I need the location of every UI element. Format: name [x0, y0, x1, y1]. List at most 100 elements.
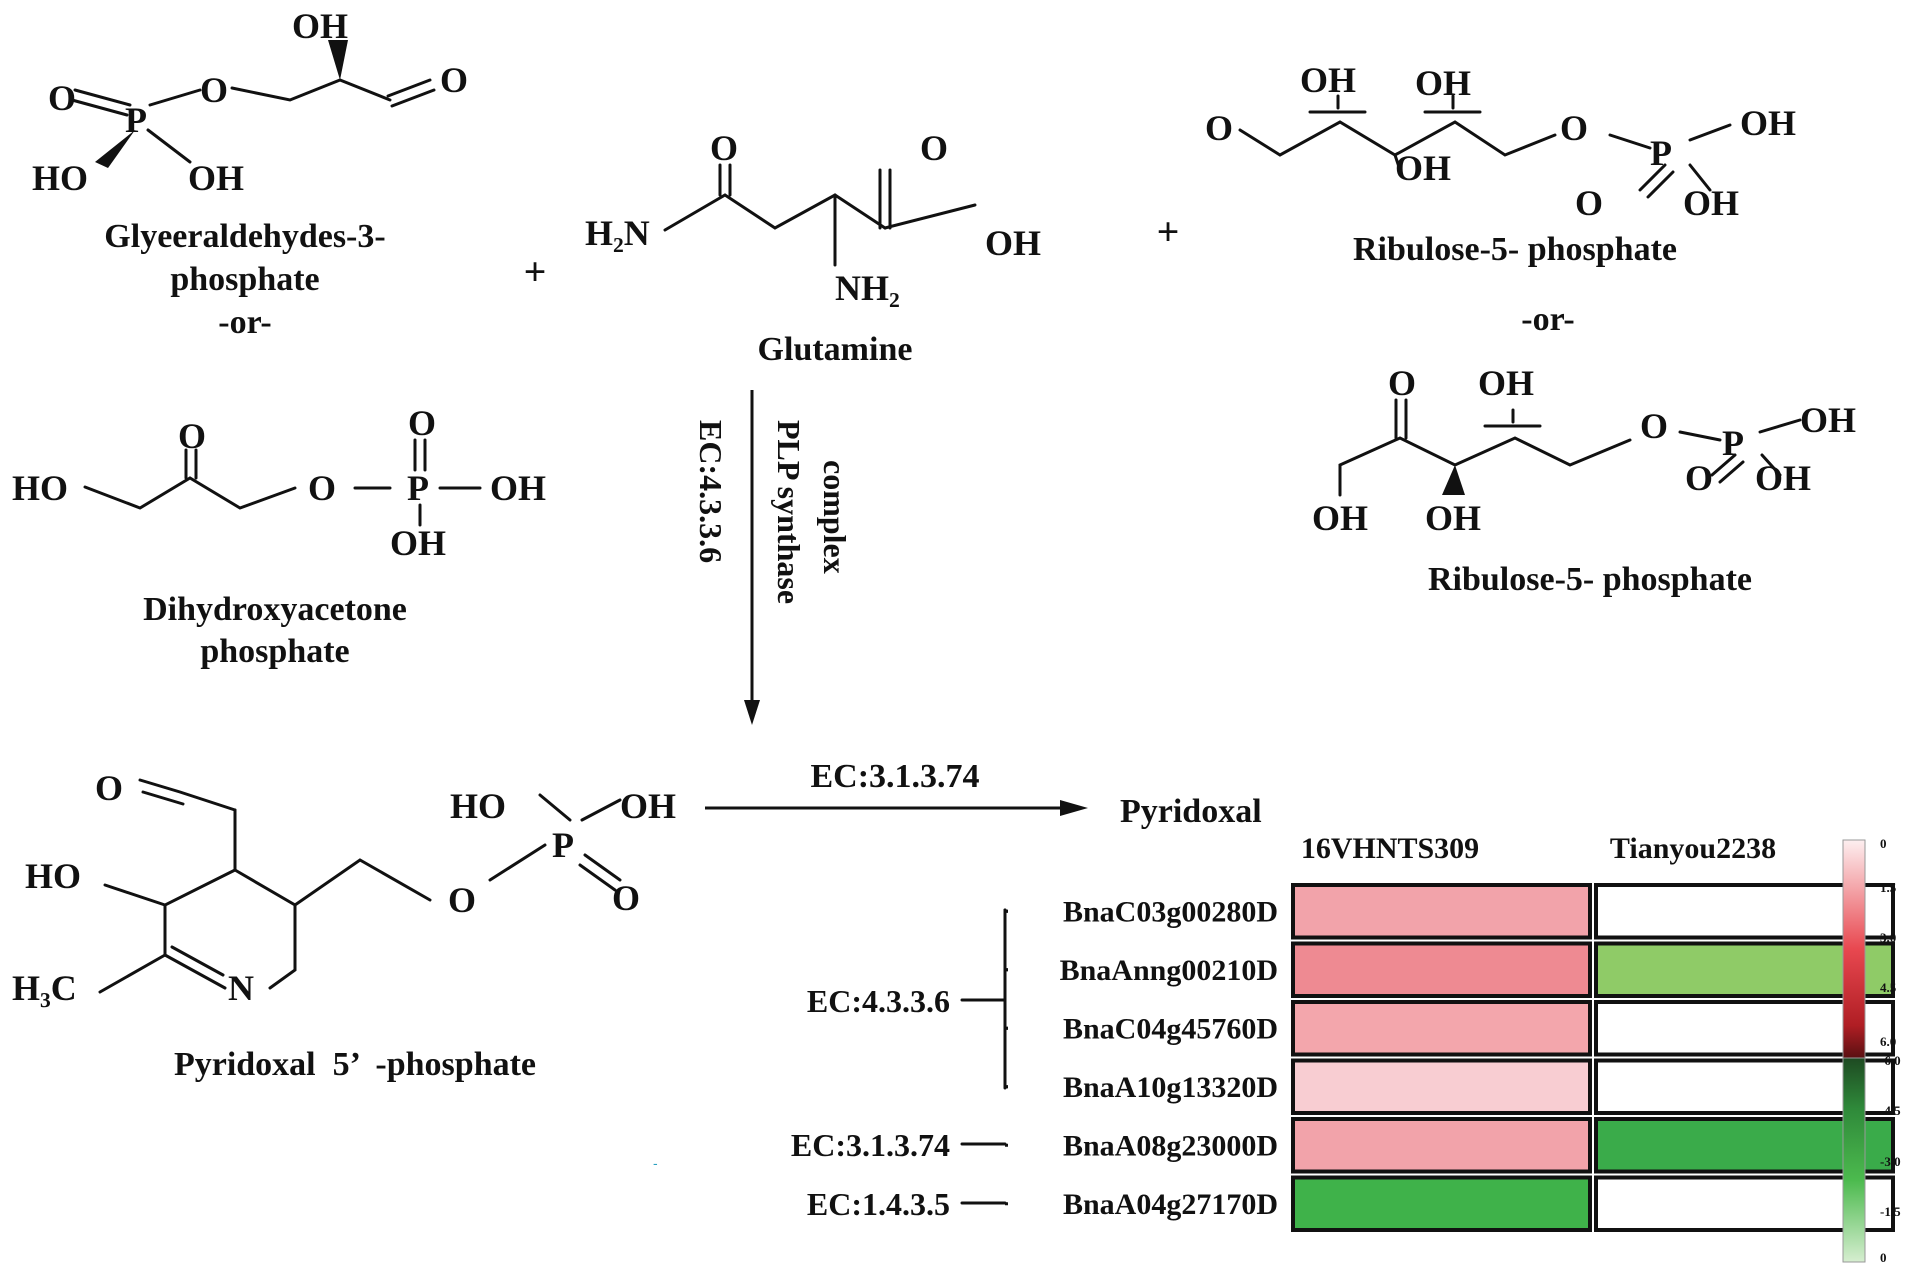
dhap-name-line2: phosphate	[200, 633, 349, 670]
plp-h3c: H₃C	[12, 968, 77, 1008]
g3p-o-aldehyde: O	[440, 60, 468, 100]
ru5p-top-structure: O OH OH OH O P OH O OH	[1205, 60, 1796, 223]
dhap-oh-right: OH	[490, 468, 546, 508]
ru5p-top-oh3: OH	[1395, 148, 1451, 188]
ru5p-bottom-oh3: OH	[1800, 400, 1856, 440]
dhap-o-ketone: O	[178, 416, 206, 456]
second-reaction-arrow	[705, 800, 1088, 816]
ru5p-top-oh4: OH	[1740, 103, 1796, 143]
ru5p-or: -or-	[1521, 301, 1574, 338]
ru5p-bottom-p: P	[1722, 423, 1744, 463]
main-enzyme-line1: PLP synthase	[771, 420, 807, 604]
gene-label: BnaA04g27170D	[1063, 1188, 1278, 1221]
plus-right: +	[1157, 209, 1180, 254]
pyridoxal-name: Pyridoxal	[1120, 793, 1262, 830]
g3p-ho: HO	[32, 158, 88, 198]
dhap-name-line1: Dihydroxyacetone	[143, 591, 407, 628]
gene-label: BnaC04g45760D	[1063, 1012, 1278, 1045]
plus-left: +	[524, 249, 547, 294]
gene-group-ec-1: EC:4.3.3.6	[807, 983, 950, 1019]
scale-label: 0	[1880, 1250, 1887, 1265]
gln-oh: OH	[985, 223, 1041, 263]
g3p-o-phos: O	[48, 78, 76, 118]
heatmap-cell-r1-c0	[1291, 941, 1592, 998]
ru5p-bottom-structure: O OH OH OH O P OH O OH	[1312, 363, 1856, 538]
plp-p: P	[552, 825, 574, 865]
gene-group-tree	[960, 908, 1007, 1205]
scale-label: 6.0	[1880, 1034, 1896, 1049]
scale-label: -6.0	[1880, 1053, 1901, 1068]
ru5p-top-p: P	[1650, 133, 1672, 173]
gene-group-ec-3: EC:1.4.3.5	[807, 1186, 950, 1222]
second-ec-label: EC:3.1.3.74	[810, 758, 979, 795]
gln-o-amide: O	[710, 128, 738, 168]
plp-name: Pyridoxal 5’ -phosphate	[174, 1046, 536, 1083]
g3p-name-line2: phosphate	[170, 261, 319, 298]
plp-n: N	[228, 968, 254, 1008]
heatmap-cell-r2-c0	[1291, 1000, 1592, 1057]
glutamine-structure: O O H₂N OH NH₂	[585, 128, 1041, 308]
gln-o-acid: O	[920, 128, 948, 168]
plp-ho-phos: HO	[450, 786, 506, 826]
plp-o-ester: O	[448, 880, 476, 920]
ru5p-bottom-o-ketone: O	[1388, 363, 1416, 403]
heatmap-cell-r3-c0	[1291, 1058, 1592, 1115]
main-ec-label: EC:4.3.3.6	[693, 420, 729, 563]
gene-label: BnaA10g13320D	[1063, 1071, 1278, 1104]
plp-o-phos: O	[612, 878, 640, 918]
plp-structure: O HO H₃C N O P HO OH O	[12, 768, 676, 1008]
scale-label: 3.0	[1880, 930, 1896, 945]
gene-label: BnaAnng00210D	[1060, 954, 1278, 987]
ru5p-top-o: O	[1205, 108, 1233, 148]
heatmap-cell-r4-c0	[1291, 1117, 1592, 1174]
ru5p-bottom-oh4: OH	[1755, 458, 1811, 498]
ru5p-top-name: Ribulose-5- phosphate	[1353, 231, 1677, 268]
ru5p-top-oh5: OH	[1683, 183, 1739, 223]
gln-h2n: H₂N	[585, 213, 650, 253]
gene-label: BnaA08g23000D	[1063, 1129, 1278, 1162]
ru5p-bottom-name: Ribulose-5- phosphate	[1428, 561, 1752, 598]
ru5p-bottom-o-ester: O	[1640, 406, 1668, 446]
heatmap-col-2: Tianyou2238	[1610, 832, 1776, 865]
ru5p-top-o-ester: O	[1560, 108, 1588, 148]
g3p-or: -or-	[218, 304, 271, 341]
dhap-o-phos: O	[408, 403, 436, 443]
plp-ho: HO	[25, 856, 81, 896]
main-enzyme-line2: complex	[817, 460, 853, 574]
main-reaction-arrow	[744, 390, 760, 725]
g3p-name-line1: Glyeeraldehydes-3-	[104, 218, 385, 255]
scale-label: 4.5	[1880, 980, 1897, 995]
dhap-p: P	[407, 468, 429, 508]
plp-o-aldehyde: O	[95, 768, 123, 808]
plp-oh-phos: OH	[620, 786, 676, 826]
scale-label: 1.5	[1880, 880, 1897, 895]
ru5p-bottom-oh1: OH	[1312, 498, 1368, 538]
heatmap-cell-r0-c0	[1291, 883, 1592, 940]
ru5p-bottom-oh-top: OH	[1478, 363, 1534, 403]
dhap-o-ester: O	[308, 468, 336, 508]
glutamine-name: Glutamine	[758, 331, 913, 368]
g3p-oh-top: OH	[292, 6, 348, 46]
color-scale-legend: 0 1.5 3.0 4.5 6.0 -6.0 -4.5 -3.0 -1.5 0	[1842, 836, 1901, 1265]
g3p-p: P	[125, 100, 147, 140]
gln-nh2: NH₂	[835, 268, 900, 308]
dhap-ho: HO	[12, 468, 68, 508]
heatmap-col-1: 16VHNTS309	[1301, 832, 1479, 865]
ru5p-top-oh1: OH	[1300, 60, 1356, 100]
ru5p-bottom-o-phos: O	[1685, 458, 1713, 498]
dhap-structure: O HO O P O OH OH	[12, 403, 546, 563]
g3p-o-ester: O	[200, 70, 228, 110]
gene-group-ec-2: EC:3.1.3.74	[791, 1127, 950, 1163]
g3p-structure: OH O O O P HO OH	[32, 6, 468, 198]
dhap-oh-bottom: OH	[390, 523, 446, 563]
scale-label: 0	[1880, 836, 1887, 851]
scale-label: -3.0	[1880, 1154, 1901, 1169]
scale-label: -4.5	[1880, 1103, 1901, 1118]
stray-mark: -	[653, 1155, 658, 1171]
g3p-oh: OH	[188, 158, 244, 198]
scale-label: -1.5	[1880, 1204, 1901, 1219]
expression-heatmap: 16VHNTS309 Tianyou2238 BnaC03g00280DBnaA…	[1005, 832, 1895, 1232]
ru5p-bottom-oh2: OH	[1425, 498, 1481, 538]
